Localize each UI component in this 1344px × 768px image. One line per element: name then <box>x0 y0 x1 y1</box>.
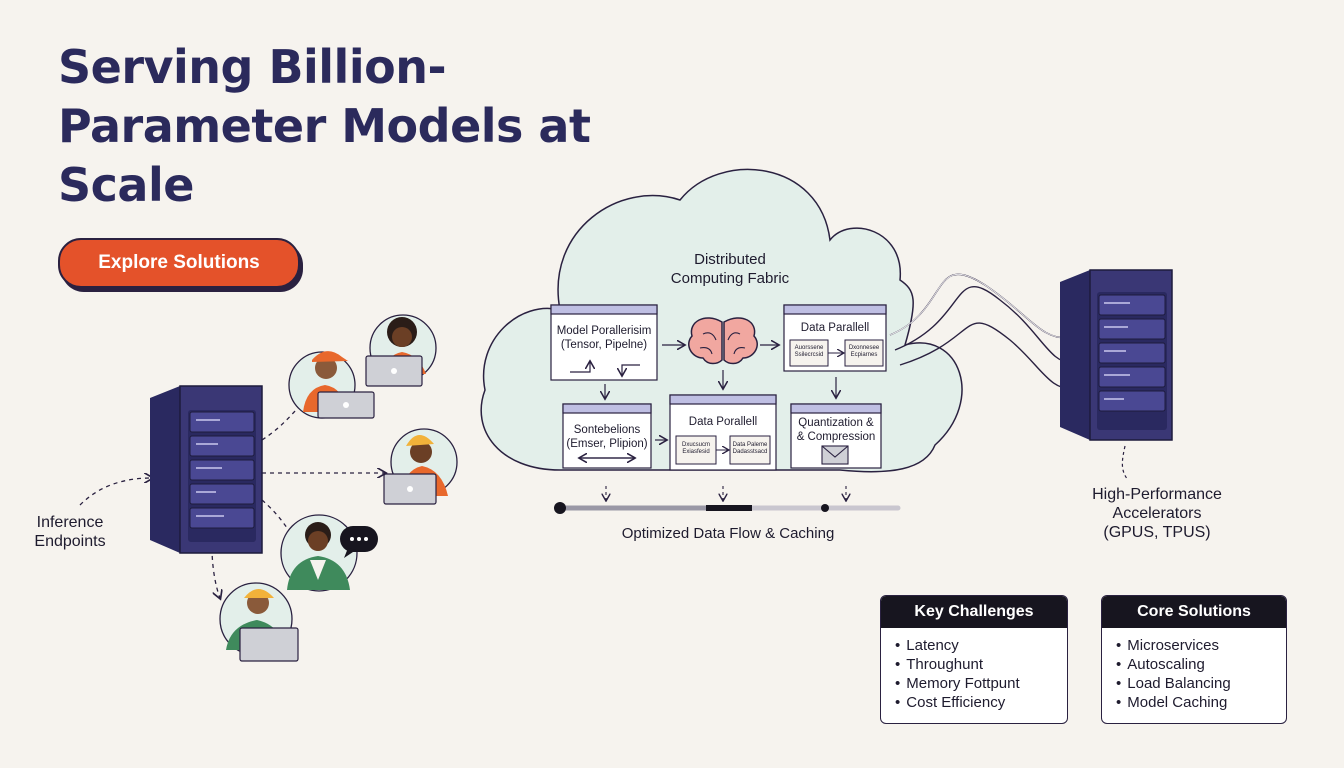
accelerators-label: High-Performance Accelerators (GPUS, TPU… <box>1077 485 1237 542</box>
list-item: Cost Efficiency <box>895 693 1067 712</box>
accel-label-line1: High-Performance <box>1092 486 1222 503</box>
brain-icon <box>688 317 758 365</box>
connector-to-user-1 <box>261 395 310 441</box>
quantization-line2: & Compression <box>797 431 876 443</box>
envelope-icon <box>821 445 849 465</box>
list-item: Load Balancing <box>1116 674 1286 693</box>
list-item: Throughunt <box>895 655 1067 674</box>
explore-solutions-button[interactable]: Explore Solutions <box>58 238 300 288</box>
list-item: Model Caching <box>1116 693 1286 712</box>
accel-label-line3: (GPUS, TPUS) <box>1103 524 1211 541</box>
user-avatar-2 <box>365 314 437 387</box>
inference-endpoints-label: Inference Endpoints <box>20 513 120 551</box>
user-avatar-1 <box>288 351 375 419</box>
panel-data-parallel-mid <box>669 394 777 471</box>
sontebelions-line2: (Emser, Plipion) <box>566 438 647 450</box>
list-item: Latency <box>895 636 1067 655</box>
data-flow-bar <box>554 486 901 514</box>
core-solutions-title: Core Solutions <box>1102 596 1286 628</box>
dp-top-box1-line1: Auorssene <box>795 345 824 351</box>
flow-label: Optimized Data Flow & Caching <box>622 525 835 542</box>
key-challenges-list: Latency Throughunt Memory Fottpunt Cost … <box>881 628 1067 712</box>
model-parallel-line2: (Tensor, Pipelne) <box>561 339 647 351</box>
user-connectors <box>79 395 385 598</box>
panel-quantization <box>790 403 882 469</box>
sontebelions-line1: Sontebelions <box>574 424 641 436</box>
cloud-title-line1: Distributed <box>694 251 766 268</box>
dp-top-box1-line2: Ssilecrcsid <box>795 352 824 358</box>
explore-solutions-label: Explore Solutions <box>98 252 260 273</box>
accelerator-rack-icon <box>1060 269 1173 481</box>
connector-to-inference <box>79 478 152 506</box>
dp-mid-box2-line1: Data Paleme <box>733 442 768 448</box>
user-avatar-5 <box>219 582 299 662</box>
dp-mid-box1-line2: Exiasfesid <box>682 449 709 455</box>
speech-bubble-icon <box>340 526 378 558</box>
list-item: Memory Fottpunt <box>895 674 1067 693</box>
panel-model-parallel <box>550 304 658 381</box>
user-avatar-3 <box>383 428 458 505</box>
dp-top-box2-line1: Dxonnesee <box>849 345 880 351</box>
key-challenges-title: Key Challenges <box>881 596 1067 628</box>
page-title: Serving Billion-Parameter Models at Scal… <box>58 40 591 212</box>
data-parallel-mid-title: Data Porallell <box>689 416 757 428</box>
model-parallel-line1: Model Porallerisim <box>557 325 652 337</box>
key-challenges-card: Key Challenges Latency Throughunt Memory… <box>880 595 1068 724</box>
dp-mid-box2-line2: Dadasstsacd <box>733 449 768 455</box>
core-solutions-card: Core Solutions Microservices Autoscaling… <box>1101 595 1287 724</box>
connector-to-user-3 <box>261 499 300 545</box>
core-solutions-list: Microservices Autoscaling Load Balancing… <box>1102 628 1286 712</box>
flow-arrows <box>605 345 836 440</box>
quantization-line1: Quantization & <box>798 417 874 429</box>
panel-sontebelions <box>562 403 652 469</box>
server-rack-icon <box>150 385 263 554</box>
panel-data-parallel-top <box>783 304 887 372</box>
dp-top-box2-line2: Ecpiarnes <box>851 352 878 358</box>
list-item: Microservices <box>1116 636 1286 655</box>
list-item: Autoscaling <box>1116 655 1286 674</box>
inference-label-line2: Endpoints <box>34 533 106 550</box>
inference-label-line1: Inference <box>36 514 104 531</box>
cloud-title-line2: Computing Fabric <box>671 270 790 287</box>
data-parallel-top-title: Data Parallell <box>801 322 869 334</box>
accel-label-line2: Accelerators <box>1112 505 1202 522</box>
dp-mid-box1-line1: Dxucsucm <box>682 442 710 448</box>
connector-to-user-4 <box>211 547 220 598</box>
user-avatar-4 <box>280 514 358 592</box>
